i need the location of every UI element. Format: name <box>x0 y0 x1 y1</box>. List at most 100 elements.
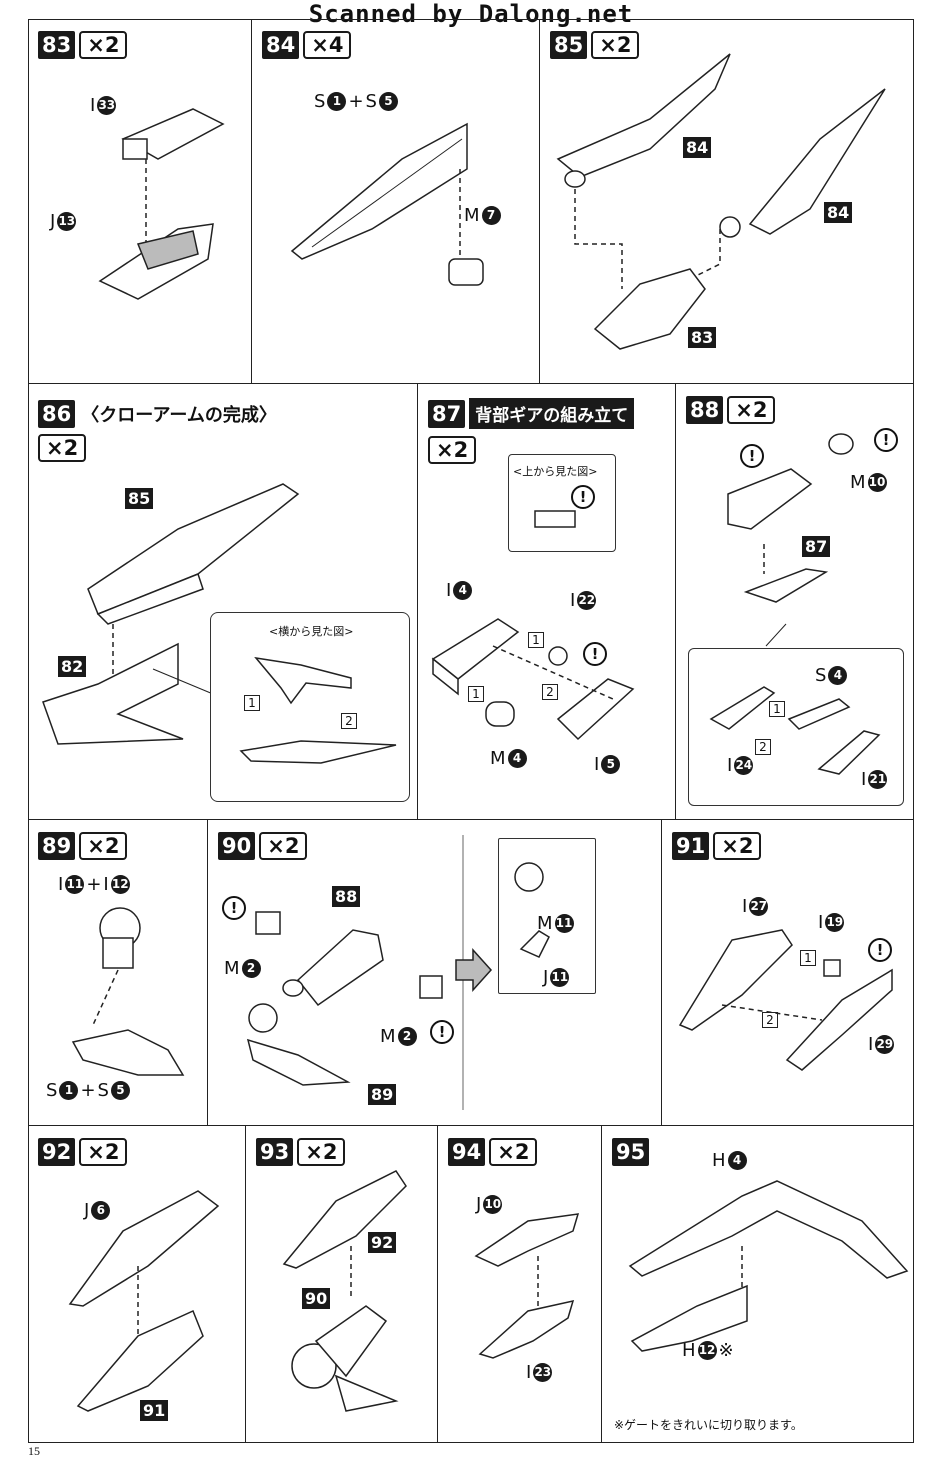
caution-icon: ! <box>583 642 607 666</box>
sub-step-number: 1 <box>468 686 484 702</box>
quantity-badge: ×2 <box>259 832 308 860</box>
step-85: 85×2 84 84 83 <box>540 19 914 384</box>
footnote: ※ゲートをきれいに切り取ります。 <box>614 1418 803 1432</box>
subassembly-tag: 82 <box>58 656 87 677</box>
quantity-badge: ×2 <box>38 434 87 462</box>
part-drawing <box>556 53 886 350</box>
caution-icon: ! <box>868 938 892 962</box>
step-number: 87 <box>428 399 466 428</box>
quantity-badge: ×4 <box>303 31 352 59</box>
step-number: 92 <box>38 1138 76 1166</box>
part-drawing <box>42 483 300 745</box>
quantity-badge: ×2 <box>297 1138 346 1166</box>
caution-icon: ! <box>874 428 898 452</box>
subassembly-tag: 85 <box>125 488 154 509</box>
step-93: 93×2 92 90 <box>246 1126 438 1443</box>
part-drawing <box>628 1180 909 1352</box>
quantity-badge: ×2 <box>591 31 640 59</box>
step-number: 95 <box>612 1138 650 1166</box>
side-view-inset: <横から見た図> 1 2 <box>210 612 410 802</box>
caution-icon: ! <box>222 896 246 920</box>
caution-icon: ! <box>430 1020 454 1044</box>
step-number: 91 <box>672 832 710 860</box>
step-number: 90 <box>218 832 256 860</box>
part-drawing <box>290 122 484 286</box>
quantity-badge: ×2 <box>727 396 776 424</box>
step-86: 86〈クローアームの完成〉 ×2 85 82 <横から見た図> 1 2 <box>28 384 418 820</box>
step-title: 〈クローアームの完成〉 <box>81 405 277 426</box>
subassembly-tag: 84 <box>824 202 853 223</box>
step-number: 88 <box>686 396 724 424</box>
instruction-frame <box>28 19 914 1443</box>
sub-step-number: 2 <box>755 739 771 755</box>
sub-step-number: 1 <box>800 950 816 966</box>
side-view-drawing <box>239 656 397 764</box>
sub-step-number: 1 <box>244 695 260 711</box>
step-number: 84 <box>262 31 300 59</box>
subassembly-tag: 92 <box>368 1232 397 1253</box>
caution-icon: ! <box>571 485 595 509</box>
part-drawing <box>727 433 854 647</box>
page-number: 15 <box>28 1444 40 1458</box>
top-view-inset: <上から見た図> ! <box>508 454 616 552</box>
part-drawing <box>282 1170 407 1412</box>
step-number: 93 <box>256 1138 294 1166</box>
sub-step-number: 2 <box>542 684 558 700</box>
top-view-drawing <box>534 510 576 528</box>
part-drawing <box>678 929 893 1071</box>
step-number: 86 <box>38 400 76 428</box>
part-drawing <box>71 907 185 1076</box>
inset-caption: <上から見た図> <box>513 465 598 478</box>
sub-step-number: 1 <box>528 632 544 648</box>
part-drawing <box>68 1190 220 1412</box>
subassembly-tag: 83 <box>688 327 717 348</box>
sub-step-number: 1 <box>769 701 785 717</box>
subassembly-tag: 88 <box>332 886 361 907</box>
subassembly-tag: 87 <box>802 536 831 557</box>
quantity-badge: ×2 <box>713 832 762 860</box>
step-number: 85 <box>550 31 588 59</box>
step-number: 94 <box>448 1138 486 1166</box>
scan-banner: Scanned by Dalong.net <box>308 0 634 28</box>
subassembly-tag: 89 <box>368 1084 397 1105</box>
quantity-badge: ×2 <box>428 436 477 464</box>
step-number: 89 <box>38 832 76 860</box>
subassembly-tag: 91 <box>140 1400 169 1421</box>
step-number: 83 <box>38 31 76 59</box>
sub-step-number: 2 <box>341 713 357 729</box>
detail-drawing <box>709 686 881 775</box>
subassembly-tag: 84 <box>683 137 712 158</box>
